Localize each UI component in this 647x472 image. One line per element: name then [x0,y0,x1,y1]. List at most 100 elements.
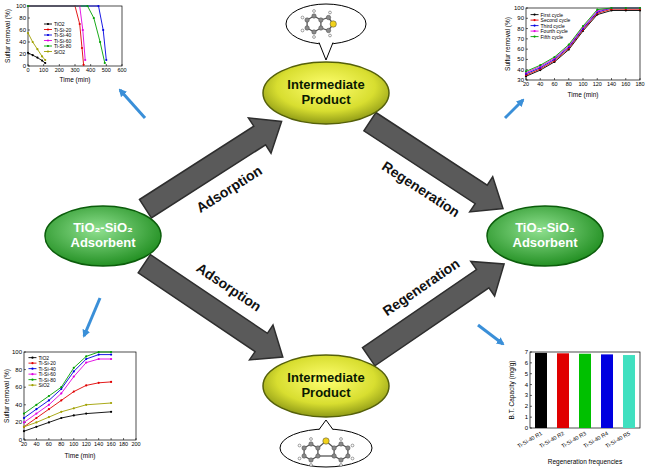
data-point [82,29,84,31]
tick-label: 7 [525,349,528,355]
legend-sample [28,363,36,364]
data-point [73,370,75,372]
data-point [105,59,107,61]
data-point [35,413,37,415]
data-point [97,5,99,7]
tick-label: 60 [551,82,557,88]
block-arrow [138,255,283,360]
data-point [110,381,112,383]
data-curve [24,403,111,427]
tick-label: 40 [33,442,39,448]
data-point [35,408,37,410]
axis-title: Sulfur removal (%) [4,369,11,423]
tick-label: 3 [525,392,528,398]
legend-sample [31,357,33,359]
data-point [582,25,584,27]
tick-label: 2 [525,403,528,409]
tick-label: 180 [635,82,644,88]
ellipse-node: TiO₂-SiO₂ Adsorbent [486,205,604,267]
tick-label: 60 [15,384,22,390]
tick-label: 40 [537,82,543,88]
tick-label: 60 [517,46,524,52]
tick-mark [530,373,532,374]
tick-label: 0 [26,68,29,74]
data-point [639,7,641,9]
edge-label: Adsorption [193,163,263,215]
edge-label: Regeneration [380,256,462,318]
legend-sample [533,14,535,16]
pointer-arrow [478,325,503,344]
tick-label: 160 [621,82,630,88]
legend-text: Ti-Si-20 [54,27,71,32]
tick-label: 100 [578,82,587,88]
chart [525,7,641,80]
bubble-tail [319,42,333,60]
edge-label: Adsorption [194,261,264,314]
tick-mark [526,49,528,50]
data-point [73,376,75,378]
data-point [625,7,627,9]
tick-label: 50 [517,56,524,62]
tick-label: 40 [517,67,524,73]
data-point [48,404,50,406]
ellipse-shape [45,206,161,266]
data-point [27,5,29,7]
data-point [85,358,87,360]
data-point [73,367,75,369]
data-point [98,354,100,356]
tick-label: 4 [525,382,528,388]
tick-label: 100 [16,3,26,9]
legend-sample [31,379,33,381]
legend-sample [531,20,539,21]
data-curve [24,355,111,418]
data-point [35,404,37,406]
data-curve [24,382,111,427]
data-point [98,351,100,353]
tick-label: 60 [19,27,26,33]
legend-text: Fourth cycle [541,29,568,34]
tick-mark [540,78,541,80]
tick-label: 140 [94,442,103,448]
legend-text: Ti-Si-20 [38,361,55,366]
block-arrow [140,118,282,218]
legend-sample [44,40,52,41]
legend-text: Ti-Si-80 [54,44,71,49]
tick-label: 20 [523,82,529,88]
axis-title: Time (min) [60,77,91,84]
axis-title: B.T. Capacity (mg/g) [509,361,516,420]
legend-sample [531,36,539,37]
data-point [110,354,112,356]
ellipse-shape [263,355,389,417]
legend-sample [531,14,539,15]
data-curve [28,33,45,60]
tick-label: 0 [525,425,528,431]
tick-mark [59,64,60,66]
tick-mark [43,64,44,66]
ellipse-shape [263,62,389,124]
data-curve [28,6,85,60]
tick-mark [526,69,528,70]
legend-sample [31,373,33,375]
data-point [23,426,25,428]
tick-label: 80 [15,367,22,373]
tick-label: 600 [117,68,126,74]
legend-sample [28,357,36,358]
data-point [84,59,86,61]
data-point [41,55,43,57]
tick-label: 40 [15,402,22,408]
data-point [102,29,104,31]
legend-sample [31,384,33,386]
legend-text: Fifth cycle [541,34,564,39]
tick-mark [86,438,87,440]
tick-label: 500 [102,68,111,74]
data-point [48,416,50,418]
chart [27,5,122,66]
data-point [525,70,527,72]
node-text: Intermediate Product [287,78,364,108]
tick-label: 20 [21,442,27,448]
data-point [85,384,87,386]
bar-label: Ti-Si-40 R5 [605,431,632,450]
bubble-tail [319,43,333,61]
legend-sample [533,25,535,27]
legend-text: Third cycle [541,23,565,28]
